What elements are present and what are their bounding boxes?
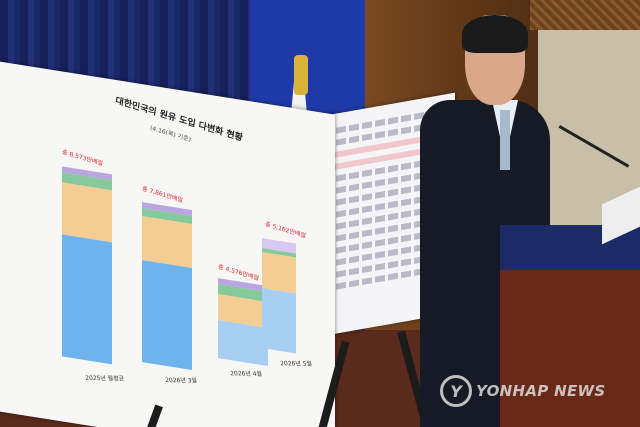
stacked-bar-2026-03 bbox=[142, 202, 192, 370]
wood-lattice bbox=[530, 0, 640, 30]
stacked-bar-2025 bbox=[62, 166, 112, 365]
podium bbox=[500, 225, 640, 427]
bar-total: 총 5,162만배럴 bbox=[264, 220, 307, 240]
tie bbox=[500, 110, 510, 170]
yonhap-logo-icon: Y bbox=[440, 375, 472, 407]
yonhap-watermark: Y YONHAP NEWS bbox=[440, 375, 605, 407]
bar-total: 총 7,861만배럴 bbox=[141, 185, 184, 205]
stacked-bar-2026-05 bbox=[262, 238, 296, 354]
oil-import-chart-board: 대한민국의 원유 도입 다변화 현황 (4.16(목) 기준) 총 8,573만… bbox=[0, 60, 335, 427]
stacked-bar-2026-04 bbox=[218, 278, 268, 367]
flag-tassel bbox=[294, 55, 308, 95]
x-label: 2026년 3월 bbox=[164, 376, 198, 385]
bar-total: 총 8,573만배럴 bbox=[61, 148, 104, 168]
speaker-hair bbox=[462, 15, 528, 53]
x-label: 2026년 4월 bbox=[229, 370, 263, 378]
watermark-text: YONHAP NEWS bbox=[476, 382, 606, 400]
x-label: 2026년 5월 bbox=[279, 360, 313, 368]
x-label: 2025년 월평균 bbox=[84, 374, 125, 383]
